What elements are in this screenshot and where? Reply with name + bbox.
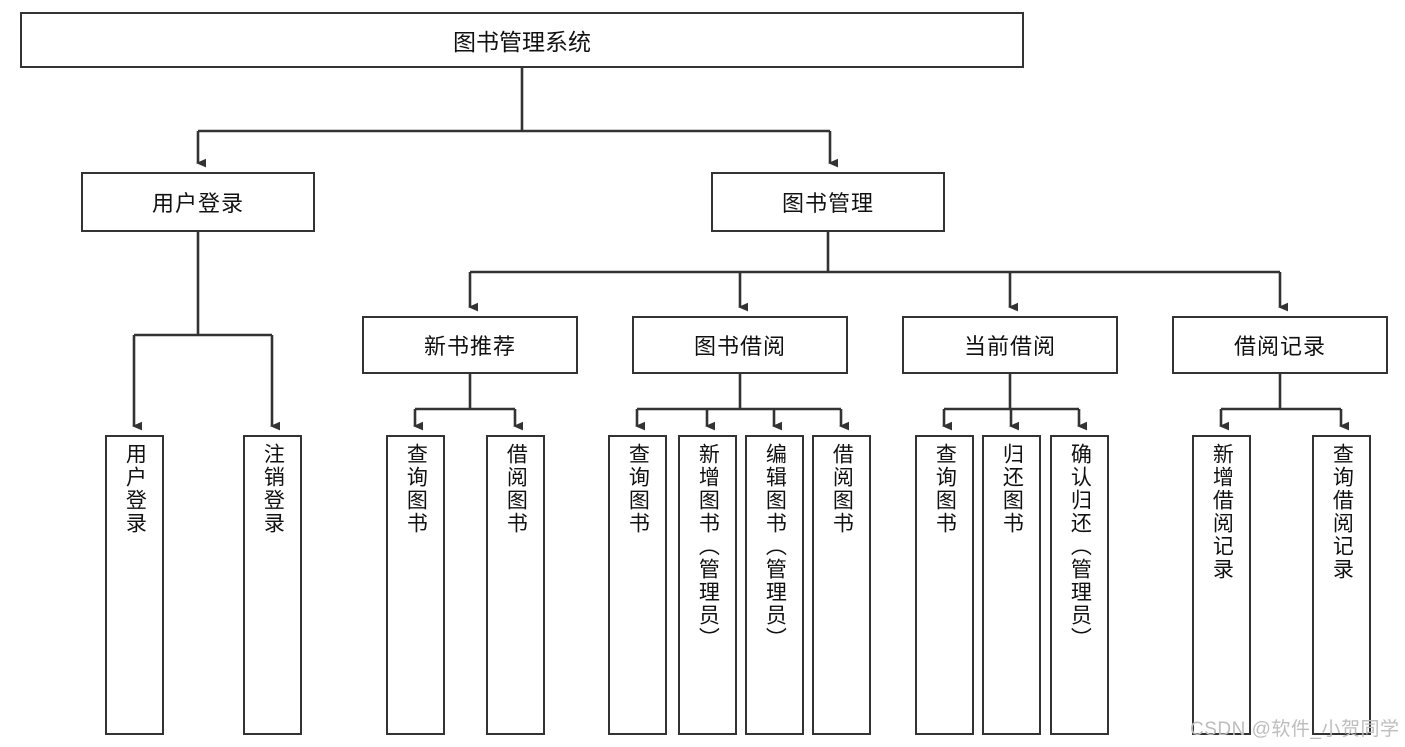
leaf-current-confirm-return-admin[interactable]: 确认归还（管理员） [1050,435,1109,735]
leaf-record-query-record[interactable]: 查询借阅记录 [1312,435,1371,735]
node-current-borrow-label: 当前借阅 [963,334,1056,359]
leaf-borrow-add-book-admin-label: 新增图书（管理员） [696,443,720,650]
leaf-borrow-lend-book-label: 借阅图书 [830,443,854,535]
node-book-borrow[interactable]: 图书借阅 [632,316,848,374]
leaf-current-return-book[interactable]: 归还图书 [982,435,1041,735]
leaf-borrow-query-book[interactable]: 查询图书 [608,435,667,735]
leaf-borrow-query-book-label: 查询图书 [626,443,650,535]
leaf-newbook-query-book[interactable]: 查询图书 [386,435,445,735]
node-book-management-label: 图书管理 [781,191,874,216]
node-user-login[interactable]: 用户登录 [81,172,315,232]
leaf-current-confirm-return-admin-label: 确认归还（管理员） [1068,443,1092,650]
node-borrow-record-label: 借阅记录 [1233,334,1326,359]
leaf-record-add-record[interactable]: 新增借阅记录 [1192,435,1251,735]
leaf-borrow-edit-book-admin-label: 编辑图书（管理员） [763,443,787,650]
leaf-current-query-book[interactable]: 查询图书 [915,435,974,735]
node-book-borrow-label: 图书借阅 [693,334,786,359]
leaf-borrow-add-book-admin[interactable]: 新增图书（管理员） [678,435,737,735]
node-root[interactable]: 图书管理系统 [20,12,1024,68]
node-root-label: 图书管理系统 [453,29,591,55]
leaf-user-login-label: 用户登录 [123,443,147,535]
leaf-borrow-lend-book[interactable]: 借阅图书 [812,435,871,735]
leaf-newbook-query-book-label: 查询图书 [404,443,428,535]
leaf-borrow-edit-book-admin[interactable]: 编辑图书（管理员） [745,435,804,735]
leaf-newbook-borrow-book-label: 借阅图书 [504,443,528,535]
leaf-user-login[interactable]: 用户登录 [105,435,164,735]
leaf-current-return-book-label: 归还图书 [1000,443,1024,535]
leaf-user-logout-label: 注销登录 [261,443,285,535]
node-new-book-recommend[interactable]: 新书推荐 [362,316,578,374]
watermark: CSDN @软件_小贺同学 [1190,719,1400,740]
leaf-current-query-book-label: 查询图书 [933,443,957,535]
leaf-newbook-borrow-book[interactable]: 借阅图书 [486,435,545,735]
node-book-management[interactable]: 图书管理 [711,172,945,232]
node-user-login-label: 用户登录 [151,191,244,216]
leaf-record-add-record-label: 新增借阅记录 [1210,443,1234,581]
leaf-user-logout[interactable]: 注销登录 [243,435,302,735]
node-new-book-recommend-label: 新书推荐 [423,334,516,359]
leaf-record-query-record-label: 查询借阅记录 [1330,443,1354,581]
node-borrow-record[interactable]: 借阅记录 [1172,316,1388,374]
node-current-borrow[interactable]: 当前借阅 [902,316,1118,374]
